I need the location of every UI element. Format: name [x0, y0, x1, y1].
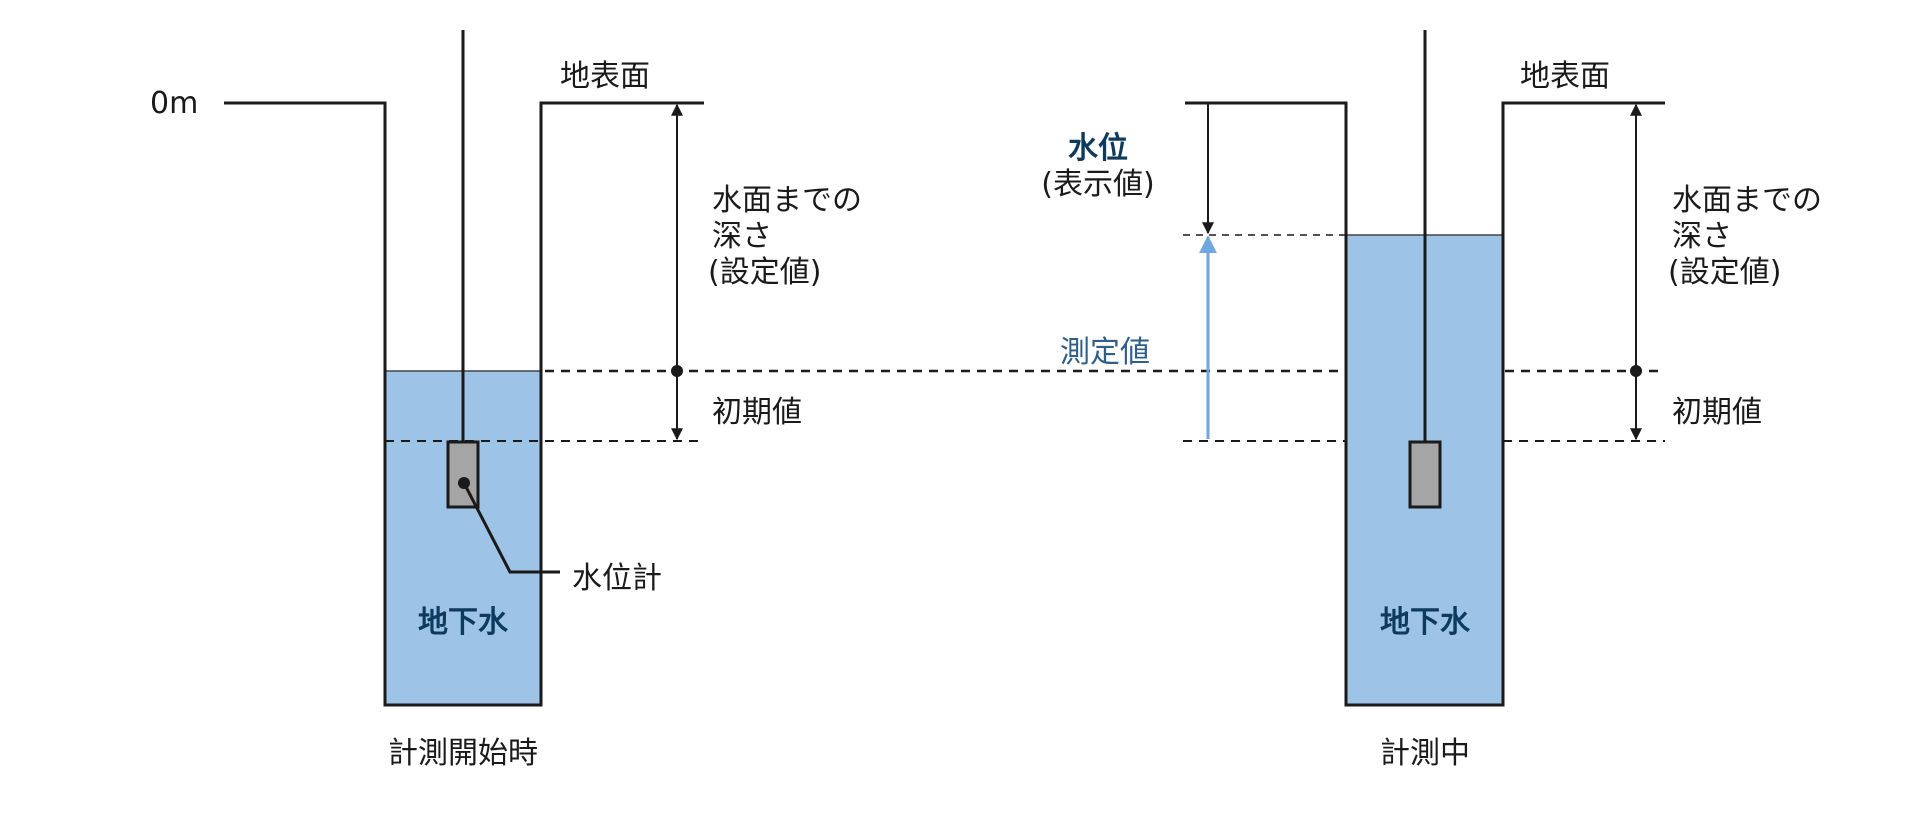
measuring-caption: 計測中 [1380, 736, 1470, 771]
left-well-diagram [224, 30, 704, 707]
left-labels: 0m 地表面 水面までの 深さ (設定値) 初期値 水位計 地下水 計測開始時 [150, 59, 862, 771]
right-water-gauge-sensor [1408, 440, 1442, 509]
left-depth-label-line2: 深さ [712, 219, 772, 254]
left-initial-value-label: 初期値 [712, 395, 802, 430]
right-depth-label-line2: 深さ [1672, 219, 1732, 254]
left-depth-label-line1: 水面までの [712, 183, 862, 218]
left-depth-label-line3: (設定値) [708, 255, 821, 290]
right-initial-value-label: 初期値 [1672, 395, 1762, 430]
left-gauge-leader-line [462, 482, 560, 574]
right-depth-label-line3: (設定値) [1668, 255, 1781, 290]
water-gauge-label: 水位計 [572, 561, 662, 596]
left-groundwater-label: 地下水 [418, 605, 509, 640]
right-labels: 地表面 水位 (表示値) 測定値 水面までの 深さ (設定値) 初期値 地下水 … [1041, 59, 1822, 771]
left-ground-and-well-outline [224, 101, 704, 707]
measure-start-caption: 計測開始時 [388, 736, 538, 771]
right-ground-and-well-outline [1185, 101, 1665, 707]
right-groundwater-label: 地下水 [1380, 605, 1471, 640]
left-ground-surface-label: 地表面 [560, 59, 650, 94]
right-depth-label-line1: 水面までの [1672, 183, 1822, 218]
right-depth-midpoint-dot [1630, 365, 1642, 377]
measured-value-label: 測定値 [1060, 335, 1150, 370]
water-level-label: 水位 [1068, 131, 1128, 166]
left-water-gauge-sensor [446, 440, 480, 509]
right-well-diagram [1185, 30, 1665, 707]
zero-m-label: 0m [150, 86, 198, 121]
right-ground-surface-label: 地表面 [1520, 59, 1610, 94]
display-value-label: (表示値) [1041, 167, 1154, 202]
